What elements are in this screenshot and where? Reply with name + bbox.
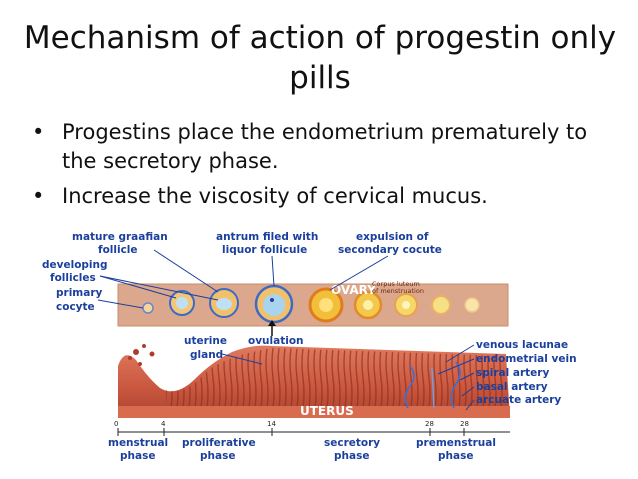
title-line-2: pills [289,60,351,96]
label-leader-lines [97,249,389,309]
phase-label-proliferative: proliferative [182,437,256,449]
right-leader-lines [437,344,475,411]
basal-artery-label: basal artery [476,381,548,393]
spiral-artery [404,361,461,409]
day-tick: 28 [425,420,434,428]
phase-label-secretory: secretory [324,437,380,449]
primary-label-1: primary [56,287,102,299]
phase-label-menstrual-2: phase [120,450,155,462]
corpus-luteum-label-2: of menstruation [372,287,424,295]
primary-oocyte [142,302,154,314]
endometrium-glands [166,348,506,418]
arcuate-artery-label: arcuate artery [476,394,561,406]
phase-label-secretory-2: phase [334,450,369,462]
corpus-luteum [353,290,383,320]
antrum-label-1: antrum filed with [216,231,318,243]
mature-graafian-label-1: mature graafian [72,231,168,243]
menstrual-shedding [128,344,155,366]
mature-graafian-label-2: follicle [98,244,138,256]
ovulation-arrow [268,320,276,336]
slide-title: Mechanism of action of progestin only pi… [20,18,620,98]
expulsion-label-1: expulsion of [356,231,429,243]
corpus-luteum [431,295,451,315]
mature-graafian-follicle [254,284,294,324]
bullet-icon: • [32,120,45,144]
expulsion-label-2: secondary cocute [338,244,442,256]
venous-lacunae-label: venous lacunae [476,339,568,351]
phase-label-premenstrual: premenstrual [416,437,496,449]
corpus-luteum [394,293,418,317]
uterine-gland-label-1: uterine [184,335,227,347]
day-tick: 0 [114,420,118,428]
figure-background [36,228,580,464]
spiral-artery-label: spiral artery [476,367,549,379]
bullet-text: Progestins place the endometrium prematu… [62,120,588,173]
uterine-gland-label-2: gland [190,349,223,361]
bullet-text: Increase the viscosity of cervical mucus… [62,184,488,208]
myometrium-band [118,406,510,418]
day-tick: 4 [161,420,166,428]
bullet-item: • Progestins place the endometrium prema… [32,118,622,176]
ovulating-follicle [270,298,274,302]
bullet-icon: • [32,184,45,208]
day-tick: 28 [460,420,469,428]
developing-label-1: developing [42,259,108,271]
developing-follicle [169,290,195,316]
bullet-list: • Progestins place the endometrium prema… [32,118,622,217]
endometrial-vein-label: endometrial vein [476,353,577,365]
corpus-albicans [464,297,480,313]
endometrial-vein [431,367,435,409]
ovary-label: OVARY [331,283,376,297]
uterus-label: UTERUS [300,404,354,418]
timeline-axis [117,428,510,436]
phase-label-proliferative-2: phase [200,450,235,462]
corpus-luteum [308,287,344,323]
bullet-item: • Increase the viscosity of cervical muc… [32,182,622,211]
antrum-label-2: liquor follicule [222,244,307,256]
corpus-luteum-label-1: Corpus luteum [372,280,420,288]
title-line-1: Mechanism of action of progestin only [23,20,617,56]
developing-label-2: follicles [50,272,96,284]
day-tick: 14 [267,420,276,428]
developing-follicle [209,288,239,318]
phase-label-menstrual: menstrual [108,437,168,449]
menstrual-cycle-figure: OVARY Corpus luteum of menstruation matu… [36,228,580,464]
menstrual-cycle-diagram: OVARY Corpus luteum of menstruation matu… [36,228,580,464]
phase-label-premenstrual-2: phase [438,450,473,462]
ovulation-label: ovulation [248,335,304,347]
primary-label-2: cocyte [56,301,95,313]
